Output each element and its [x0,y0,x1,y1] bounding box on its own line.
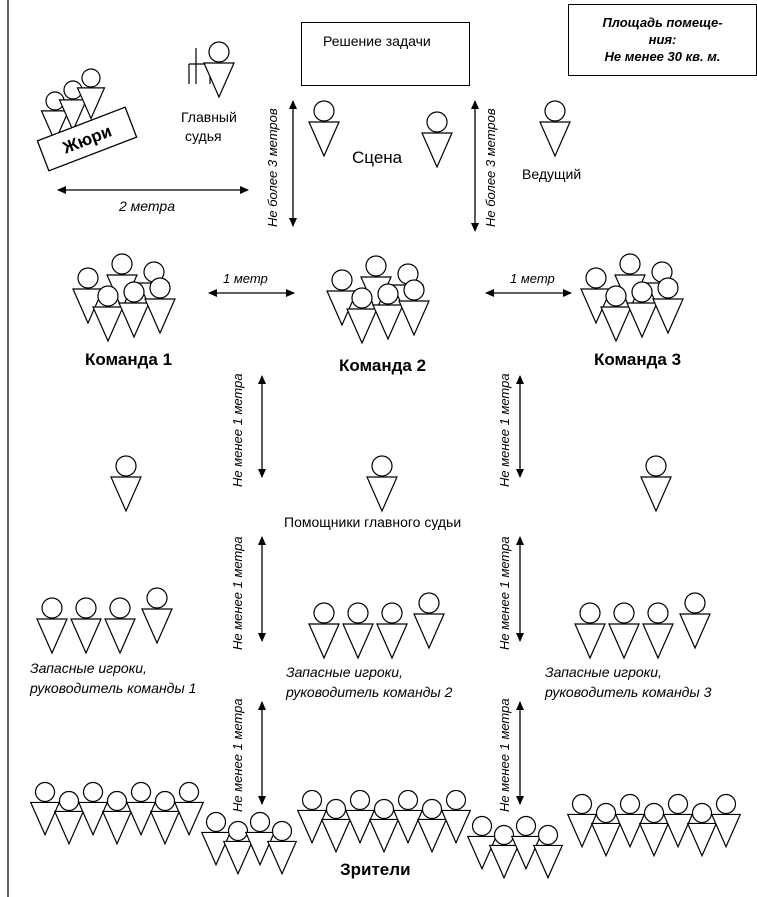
spectator-figure [320,798,352,854]
team3-member-figure [652,277,684,335]
reserve-player-figure [608,602,640,660]
team2-member-figure [326,269,358,327]
spectator-figure [662,793,694,849]
spectator-figure [510,815,542,871]
reserve-player-figure [308,602,340,660]
spectator-figure [29,781,61,837]
stage-participant-figure [421,111,453,169]
team3-member-figure [600,285,632,343]
reserve-player-figure [104,597,136,655]
task-label: Решение задачи [323,33,431,49]
reserve-player-figure [70,597,102,655]
spectator-figure [173,781,205,837]
team1-label: Команда 1 [85,350,173,369]
team1-member-figure [144,277,176,335]
dist-2m-label: 2 метра [119,198,175,214]
spectator-figure [222,820,254,876]
reserve-player-figure [679,592,711,650]
scene-label: Сцена [352,148,403,167]
reserve-player-figure [342,602,374,660]
spectator-figure [488,824,520,880]
dist-min1m-f-label: Не менее 1 метра [497,698,512,812]
reserve-player-figure [141,587,173,645]
team2-member-figure [346,287,378,345]
spectators-label: Зрители [340,860,411,879]
dist-3m-left-label: Не более 3 метров [265,108,280,227]
head-judge-label-line1: Главный [181,109,237,125]
team1-member-figure [72,267,104,325]
reserve-player-figure [376,602,408,660]
spectator-figure [466,815,498,871]
area-line-1: Площадь помеще- [602,15,723,30]
spectator-figure [710,793,742,849]
team3-member-figure [626,281,658,339]
reserve-player-figure [36,597,68,655]
figures-layer [29,41,742,880]
reserve-player-figure [642,602,674,660]
spectator-figure [344,789,376,845]
host-figure [539,100,571,158]
spectator-figure [686,802,718,858]
chair-icon [188,48,211,84]
dist-1m-left-label: 1 метр [223,271,268,286]
assistant-figure [366,455,398,513]
reserve-player-figure [574,602,606,660]
spectator-figure [638,802,670,858]
spectator-figure [200,811,232,867]
spectator-figure [53,790,85,846]
spectator-figure [532,824,564,880]
arrows-layer [57,100,572,805]
reserve-player-figure [413,592,445,650]
spectator-figure [101,790,133,846]
stage-participant-figure [308,100,340,158]
team1-member-figure [118,281,150,339]
spectator-figure [416,798,448,854]
team3-label: Команда 3 [594,350,682,369]
reserve1-label-line1: Запасные игроки, [30,660,147,676]
spectator-figure [296,789,328,845]
area-line-3: Не менее 30 кв. м. [604,49,721,64]
spectator-figure [244,811,276,867]
spectator-figure [149,790,181,846]
spectator-figure [125,781,157,837]
dist-min1m-e-label: Не менее 1 метра [230,698,245,812]
spectator-figure [368,798,400,854]
room-area-note: Площадь помеще- ния: Не менее 30 кв. м. [568,4,757,76]
assistant-figure [110,455,142,513]
assistant-figure [640,455,672,513]
dist-1m-right-label: 1 метр [510,271,555,286]
spectator-figure [590,802,622,858]
jury-member-figure [76,68,106,120]
dist-min1m-c-label: Не менее 1 метра [230,536,245,650]
spectator-figure [266,820,298,876]
reserve2-label-line2: руководитель команды 2 [286,684,453,700]
spectator-figure [614,793,646,849]
spectator-figure [392,789,424,845]
spectator-figure [440,789,472,845]
reserve3-label-line2: руководитель команды 3 [545,684,712,700]
spectator-figure [77,781,109,837]
team2-label: Команда 2 [339,356,427,375]
team2-member-figure [372,283,404,341]
team1-member-figure [92,285,124,343]
head-judge-label-line2: судья [185,128,222,144]
reserve3-label-line1: Запасные игроки, [545,664,662,680]
dist-3m-right-label: Не более 3 метров [483,108,498,227]
team3-member-figure [580,267,612,325]
area-line-2: ния: [648,32,677,47]
reserve1-label-line2: руководитель команды 1 [30,680,197,696]
reserve2-label-line1: Запасные игроки, [286,664,403,680]
host-label: Ведущий [522,166,582,182]
head-judge-figure [203,41,235,99]
assistants-label: Помощники главного судьи [284,514,462,530]
spectator-figure [566,793,598,849]
dist-min1m-d-label: Не менее 1 метра [497,536,512,650]
dist-min1m-b-label: Не менее 1 метра [497,373,512,487]
dist-min1m-a-label: Не менее 1 метра [230,373,245,487]
task-solution-board: Решение задачи [301,22,470,86]
team2-member-figure [398,279,430,337]
